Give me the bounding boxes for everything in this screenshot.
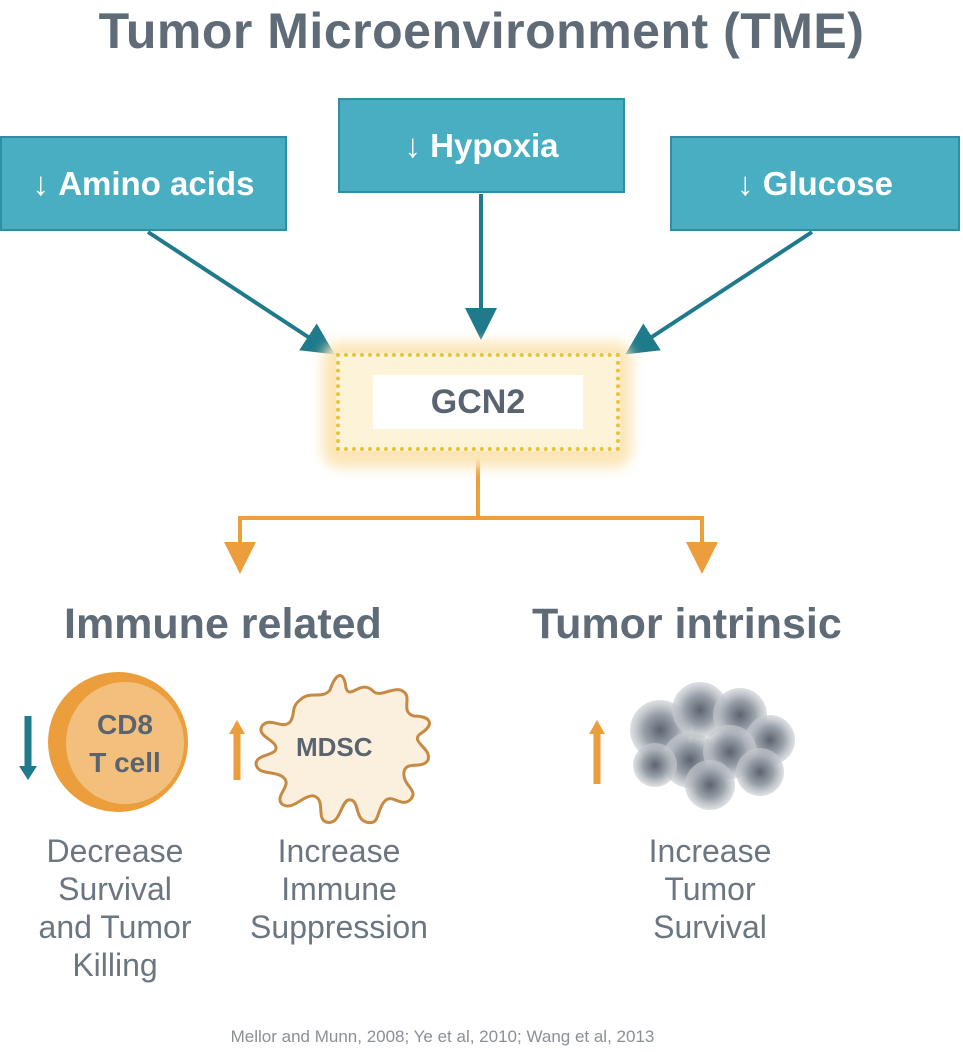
input-box-glucose: ↓ Glucose <box>670 136 960 231</box>
input-box-hypoxia: ↓ Hypoxia <box>338 98 625 193</box>
section-immune-related: Immune related <box>64 600 382 648</box>
section-tumor-intrinsic: Tumor intrinsic <box>532 600 842 648</box>
gcn2-node: GCN2 <box>336 353 620 451</box>
cd8-description: Decrease Survival and Tumor Killing <box>38 833 192 983</box>
down-arrow-icon: ↓ <box>404 126 421 164</box>
mdsc-label: MDSC <box>296 732 373 762</box>
arrow-glucose-to-gcn2 <box>625 230 814 355</box>
tumor-cell-cluster-icon <box>630 682 795 810</box>
input-label: Glucose <box>762 164 893 202</box>
arrow-amino-to-gcn2 <box>146 230 335 355</box>
tumor-description: Increase Tumor Survival <box>648 833 772 945</box>
down-arrow-icon: ↓ <box>32 164 50 202</box>
down-arrow-icon: ↓ <box>737 164 754 202</box>
cd8-t-cell-icon <box>48 672 188 812</box>
diagram-title: Tumor Microenvironment (TME) <box>98 3 865 59</box>
mdsc-cell-icon <box>254 674 431 825</box>
input-label: Amino acids <box>58 164 255 202</box>
gcn2-label: GCN2 <box>373 375 583 429</box>
mdsc-description: Increase Immune Suppression <box>250 833 428 945</box>
cd8-down-arrow-icon <box>19 716 37 780</box>
cd8-t-cell-label: CD8 T cell <box>89 709 161 778</box>
mdsc-up-arrow-icon <box>229 720 245 780</box>
input-box-amino-acids: ↓ Amino acids <box>0 136 287 231</box>
tumor-up-arrow-icon <box>589 720 605 784</box>
input-label: Hypoxia <box>430 126 559 164</box>
citation: Mellor and Munn, 2008; Ye et al, 2010; W… <box>230 1027 655 1046</box>
